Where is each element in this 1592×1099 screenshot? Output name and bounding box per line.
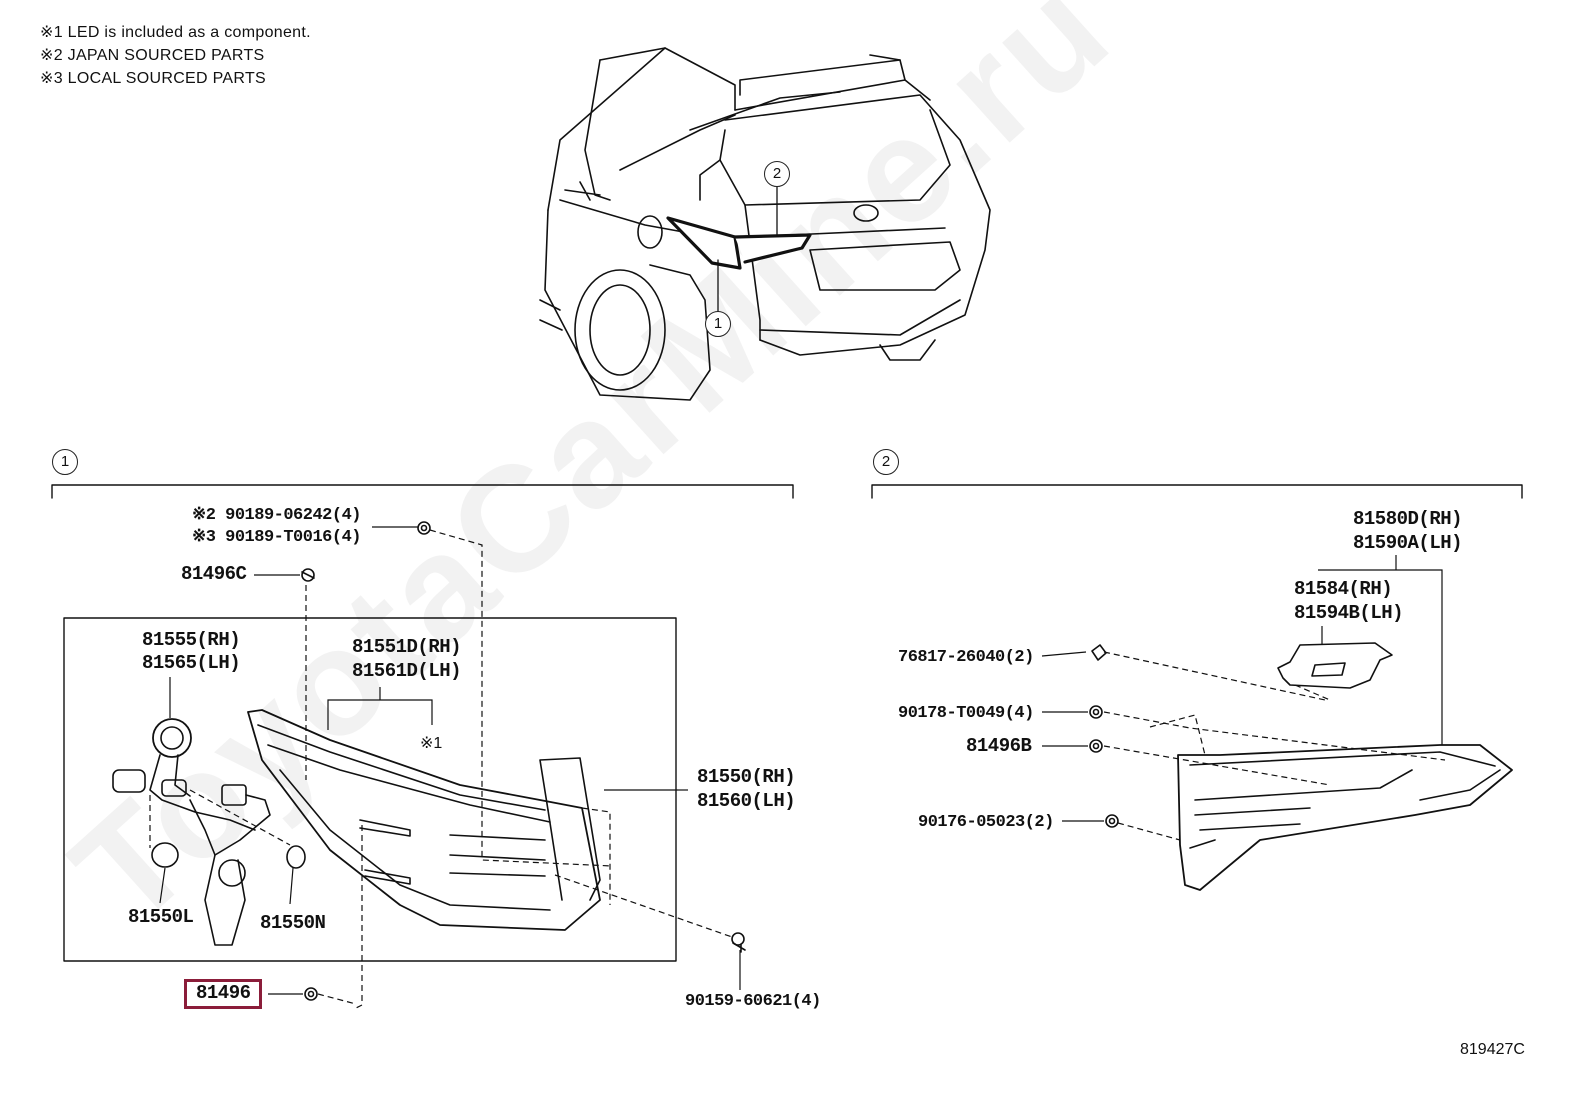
part-bulb-81550l[interactable]: 81550L bbox=[128, 906, 194, 928]
callout-2-vehicle: 2 bbox=[764, 161, 790, 187]
led-note-ref: ※1 bbox=[420, 735, 443, 752]
part-screw-local[interactable]: ※3 90189-T0016(4) bbox=[192, 528, 361, 547]
section1-bracket bbox=[51, 484, 794, 499]
part-bulb-81550n[interactable]: 81550N bbox=[260, 912, 326, 934]
vehicle-outer-lamp-outline bbox=[666, 216, 742, 270]
part-lens-lh[interactable]: 81561D(LH) bbox=[352, 660, 462, 682]
part-81496b[interactable]: 81496B bbox=[966, 735, 1032, 757]
diagram-ref-number: 819427C bbox=[1460, 1041, 1525, 1058]
callout-1-vehicle: 1 bbox=[705, 311, 731, 337]
part-lamp-rh[interactable]: 81550(RH) bbox=[697, 766, 796, 788]
socket-harness-illustration bbox=[112, 718, 306, 946]
fasteners bbox=[301, 521, 1119, 1001]
inner-lamp-illustration bbox=[1177, 744, 1513, 891]
note-led: ※1 LED is included as a component. bbox=[40, 24, 311, 41]
vehicle-inner-lamp-outline bbox=[733, 233, 812, 264]
part-socket-rh[interactable]: 81555(RH) bbox=[142, 629, 241, 651]
part-clip-76817[interactable]: 76817-26040(2) bbox=[898, 648, 1034, 667]
highlighted-part-box bbox=[184, 979, 262, 1009]
part-81496[interactable]: 81496 bbox=[196, 982, 251, 1004]
part-nut[interactable]: 90159-60621(4) bbox=[685, 992, 821, 1011]
part-screw-90178[interactable]: 90178-T0049(4) bbox=[898, 704, 1034, 723]
vehicle-rear-illustration bbox=[539, 47, 991, 401]
part-lens-rh[interactable]: 81551D(RH) bbox=[352, 636, 462, 658]
note-local-sourced: ※3 LOCAL SOURCED PARTS bbox=[40, 70, 266, 87]
callout-1-section: 1 bbox=[52, 449, 78, 475]
callout-2-section: 2 bbox=[873, 449, 899, 475]
part-lamp-lh[interactable]: 81560(LH) bbox=[697, 790, 796, 812]
part-screw-japan[interactable]: ※2 90189-06242(4) bbox=[192, 506, 361, 525]
part-screw-90176[interactable]: 90176-05023(2) bbox=[918, 813, 1054, 832]
gasket-illustration bbox=[1277, 642, 1393, 689]
part-socket-lh[interactable]: 81565(LH) bbox=[142, 652, 241, 674]
part-81496c[interactable]: 81496C bbox=[181, 563, 247, 585]
outer-lamp-illustration bbox=[247, 709, 601, 931]
note-japan-sourced: ※2 JAPAN SOURCED PARTS bbox=[40, 47, 265, 64]
part-inner-lamp-lh[interactable]: 81590A(LH) bbox=[1353, 532, 1463, 554]
part-gasket-rh[interactable]: 81584(RH) bbox=[1294, 578, 1393, 600]
part-inner-lamp-rh[interactable]: 81580D(RH) bbox=[1353, 508, 1463, 530]
part-gasket-lh[interactable]: 81594B(LH) bbox=[1294, 602, 1404, 624]
section2-bracket bbox=[871, 484, 1523, 499]
